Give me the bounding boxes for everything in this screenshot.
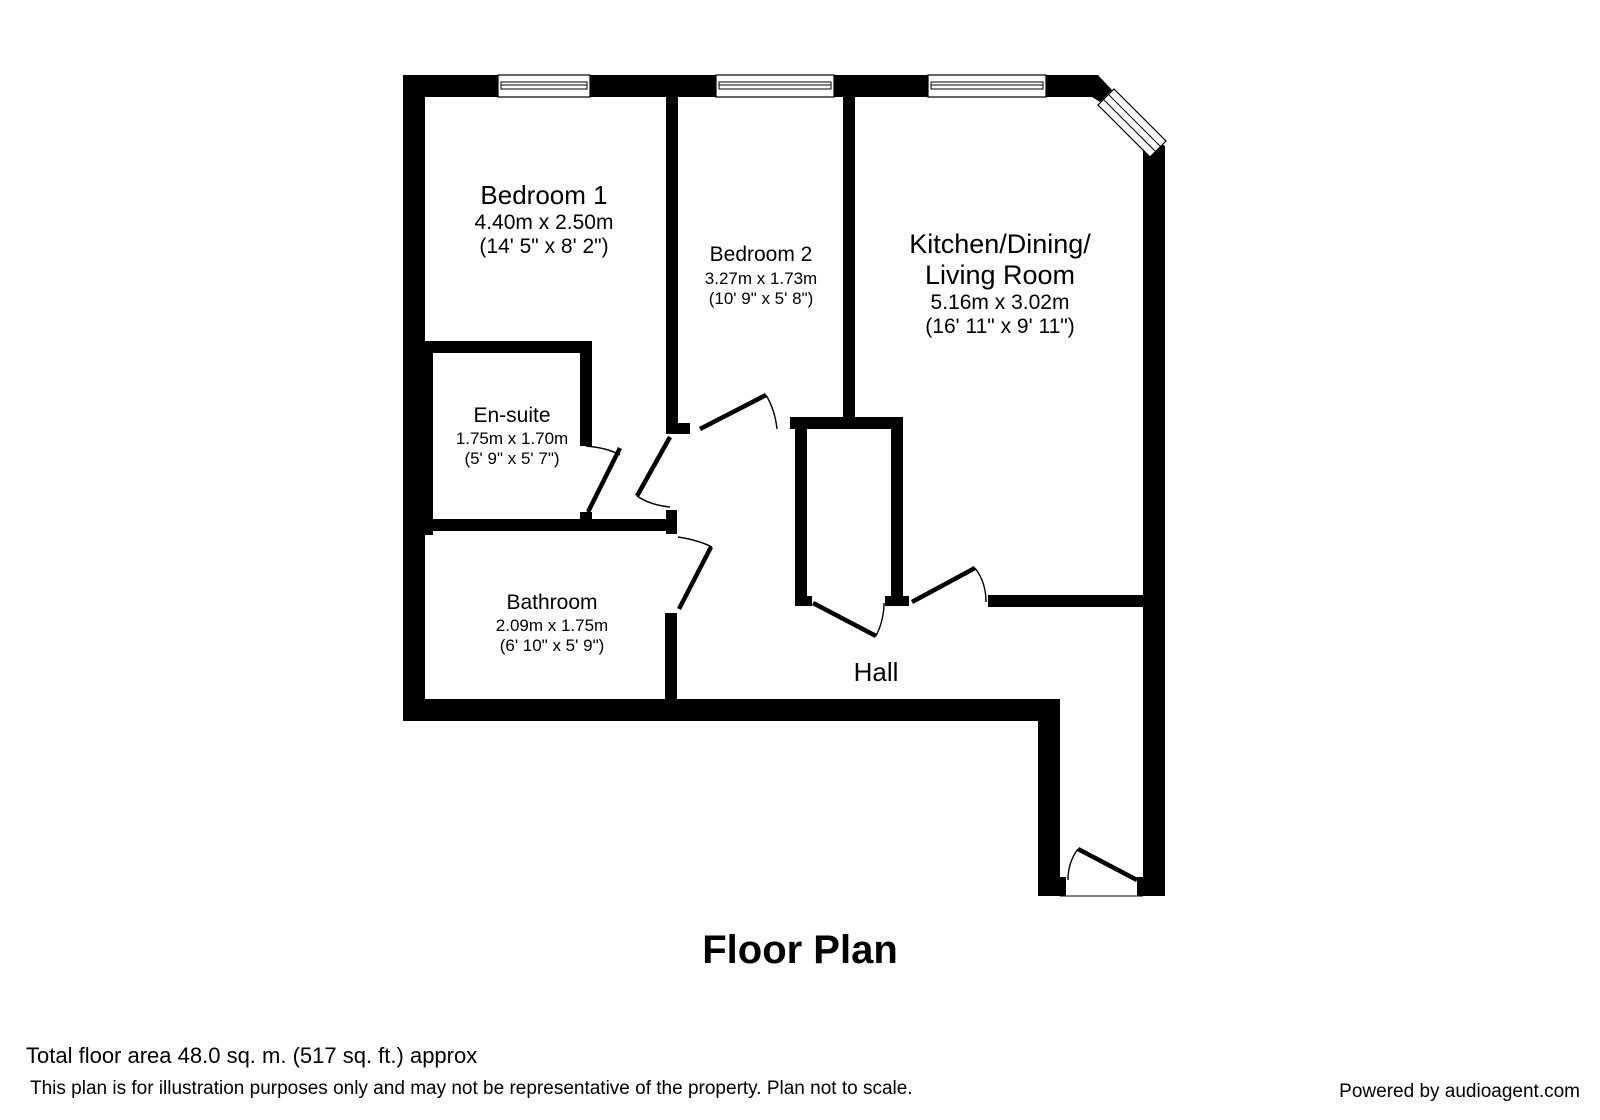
door-icon [698, 392, 778, 432]
room-dimensions-imperial: (14' 5" x 8' 2") [479, 235, 609, 259]
room-label-en-suite: En-suite 1.75m x 1.70m (5' 9" x 5' 7") [456, 404, 568, 468]
door-icon [635, 435, 672, 508]
outer-walls [403, 75, 1165, 896]
total-floor-area: Total floor area 48.0 sq. m. (517 sq. ft… [26, 1043, 478, 1068]
room-label-hall: Hall [853, 657, 899, 688]
interior-walls [425, 97, 1143, 703]
room-name-line-2: Living Room [924, 260, 1076, 291]
window-icon [497, 74, 591, 98]
door-icon [585, 445, 623, 514]
plan-title: Floor Plan [702, 928, 898, 972]
door-icon [1060, 847, 1143, 897]
room-name: Bedroom 1 [480, 180, 608, 210]
door-icon [811, 601, 885, 638]
door-icon [677, 536, 713, 611]
room-name-line-1: Kitchen/Dining/ [909, 229, 1091, 259]
room-dimensions-metric: 4.40m x 2.50m [474, 210, 614, 234]
room-dimensions-metric: 3.27m x 1.73m [704, 269, 818, 289]
room-label-kitchen-dining-living: Kitchen/Dining/ Living Room 5.16m x 3.02… [909, 229, 1091, 339]
room-dimensions-imperial: (10' 9" x 5' 8") [708, 288, 814, 308]
room-name: Bedroom 2 [709, 243, 813, 266]
room-dimensions-imperial: (6' 10" x 5' 9") [499, 635, 605, 655]
window-icon [927, 74, 1047, 98]
room-label-bedroom-1: Bedroom 1 4.40m x 2.50m (14' 5" x 8' 2") [474, 180, 614, 259]
room-dimensions-metric: 5.16m x 3.02m [930, 291, 1070, 315]
room-label-bedroom-2: Bedroom 2 3.27m x 1.73m (10' 9" x 5' 8") [705, 243, 817, 308]
room-dimensions-metric: 2.09m x 1.75m [495, 616, 609, 636]
room-name: Bathroom [506, 591, 598, 614]
powered-by-credit: Powered by audioagent.com [1339, 1081, 1580, 1102]
room-name: En-suite [473, 404, 551, 427]
disclaimer-text: This plan is for illustration purposes o… [30, 1078, 913, 1099]
room-name: Hall [853, 657, 899, 687]
window-icon [715, 74, 835, 98]
room-label-bathroom: Bathroom 2.09m x 1.75m (6' 10" x 5' 9") [496, 591, 608, 655]
window-icon [1097, 88, 1167, 158]
room-dimensions-metric: 1.75m x 1.70m [455, 429, 569, 449]
room-dimensions-imperial: (5' 9" x 5' 7") [464, 448, 560, 468]
room-dimensions-imperial: (16' 11" x 9' 11") [925, 315, 1075, 339]
door-icon [910, 566, 987, 604]
